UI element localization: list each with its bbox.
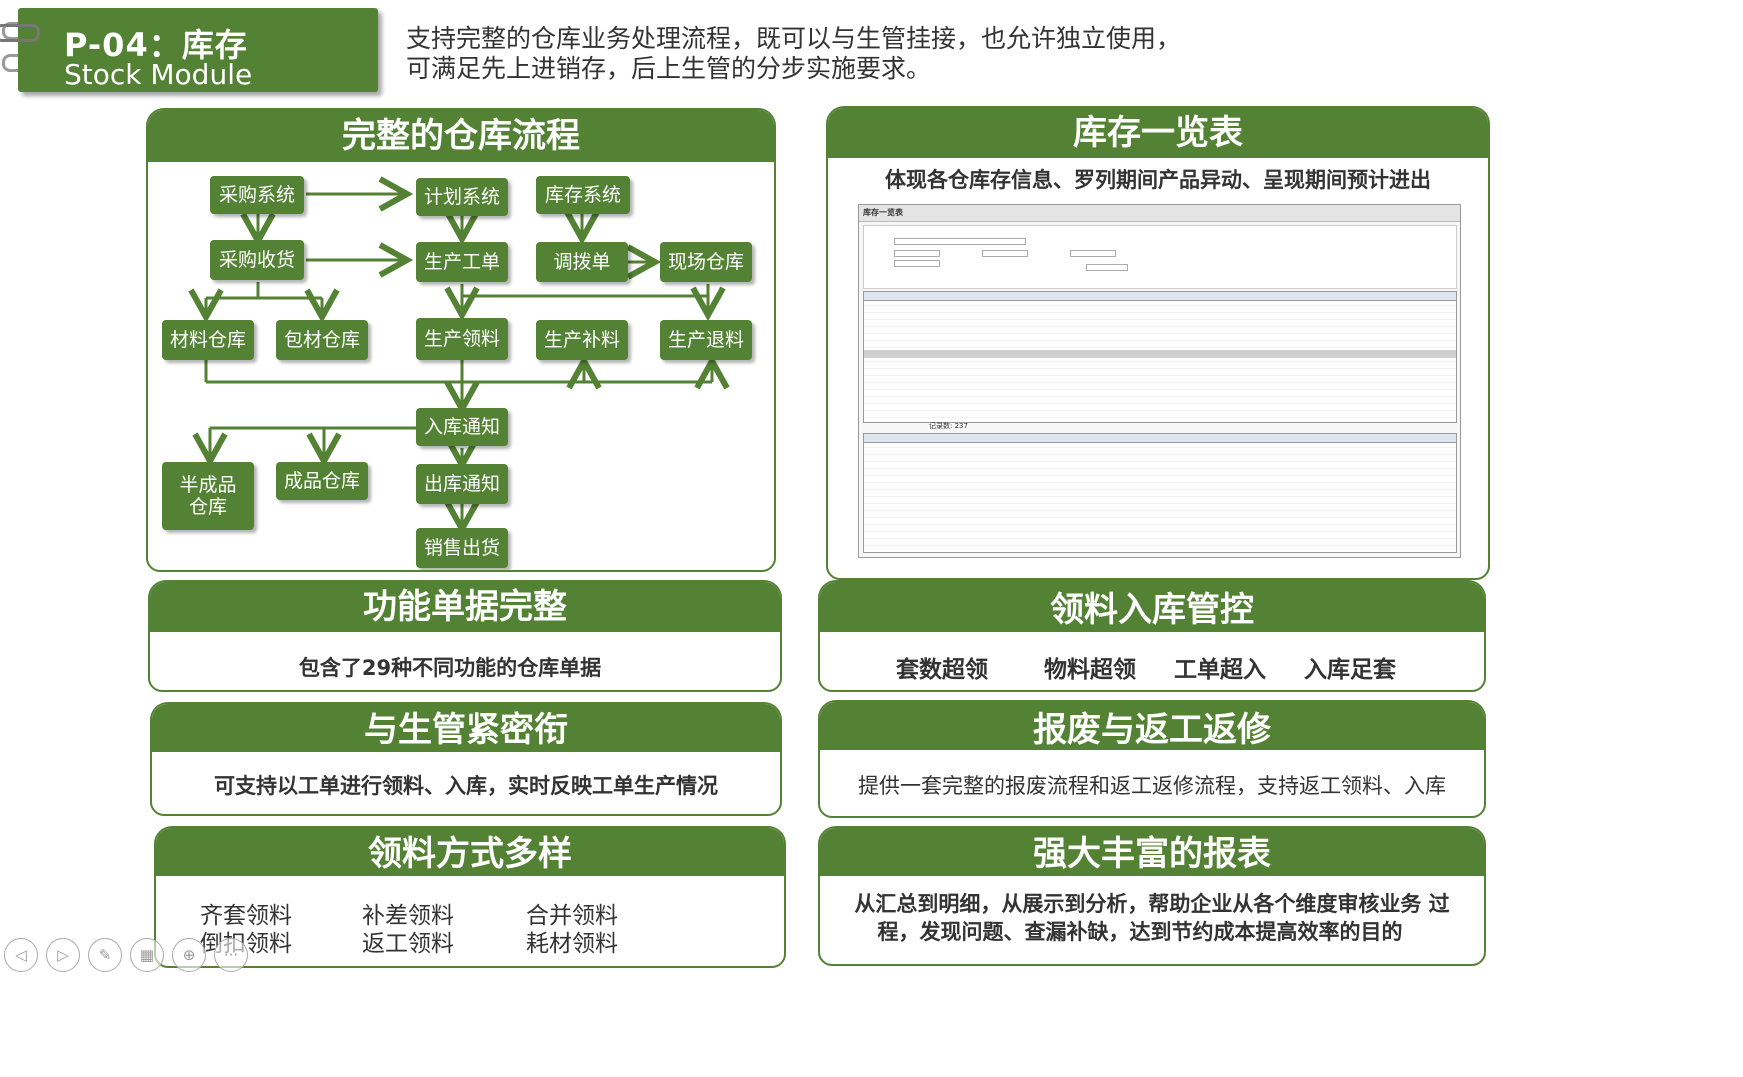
flow-node-purchase-system: 采购系统 [210,176,304,214]
issue-methods-panel: 领料方式多样 齐套领料 补差领料 合并领料 倒扣领料 返工领料 耗材领料 [154,826,786,968]
panel-title: 领料入库管控 [820,582,1484,632]
flow-node-receipt-notice: 入库通知 [416,408,508,446]
pen-icon[interactable]: ✎ [88,938,122,972]
next-icon[interactable]: ▷ [46,938,80,972]
control-item: 工单超入 [1174,657,1266,683]
flow-node-sales-shipment: 销售出货 [416,528,508,568]
semi-finished-line-2: 仓库 [188,496,227,518]
flow-node-inventory-system: 库存系统 [536,176,630,214]
panel-text: 提供一套完整的报废流程和返工返修流程，支持返工领料、入库 [858,774,1446,798]
flow-node-material-warehouse: 材料仓库 [162,320,254,360]
reports-panel: 强大丰富的报表 从汇总到明细，从展示到分析，帮助企业从各个维度审核业务 过 程，… [818,826,1486,966]
flow-node-production-supplement: 生产补料 [536,320,628,360]
flow-node-finished-warehouse: 成品仓库 [276,462,368,500]
issue-method-item: 耗材领料 [526,931,618,957]
grid-icon[interactable]: ▦ [130,938,164,972]
stock-list-panel: 库存一览表 体现各仓库存信息、罗列期间产品异动、呈现期间预计进出 库存一览表 记… [826,106,1490,580]
intro-text: 支持完整的仓库业务处理流程，既可以与生管挂接，也允许独立使用， 可满足先上进销存… [406,24,1181,84]
panel-title: 强大丰富的报表 [820,828,1484,876]
panel-text: 包含了29种不同功能的仓库单据 [298,656,602,680]
intro-line-2: 可满足先上进销存，后上生管的分步实施要求。 [406,54,932,83]
flow-node-production-order: 生产工单 [416,242,508,282]
control-item: 物料超领 [1044,657,1136,683]
panel-title: 完整的仓库流程 [148,110,774,162]
issue-method-item: 齐套领料 [200,903,292,929]
prev-icon[interactable]: ◁ [4,938,38,972]
module-title-tab: P-04：库存 Stock Module [18,8,378,92]
panel-title: 报废与返工返修 [820,702,1484,750]
panel-subtitle: 体现各仓库存信息、罗列期间产品异动、呈现期间预计进出 [885,168,1431,192]
screenshot-filter-area [863,225,1457,289]
issue-receipt-control-panel: 领料入库管控 套数超领 物料超领 工单超入 入库足套 [818,580,1486,692]
flow-node-outbound-notice: 出库通知 [416,464,508,504]
module-code: P-04：库存 [64,26,248,64]
flow-node-production-issue: 生产领料 [416,318,508,360]
issue-method-item: 合并领料 [526,903,618,929]
flow-node-plan-system: 计划系统 [416,178,508,216]
semi-finished-line-1: 半成品 [179,474,237,496]
function-docs-panel: 功能单据完整 包含了29种不同功能的仓库单据 [148,580,782,692]
flow-node-production-return: 生产退料 [660,320,752,360]
control-item: 套数超领 [896,657,988,683]
issue-method-item: 返工领料 [362,931,454,957]
screenshot-toolbar: 库存一览表 [859,205,1460,222]
flow-node-semi-finished-warehouse: 半成品 仓库 [162,462,254,530]
panel-title: 功能单据完整 [150,582,780,632]
zoom-icon[interactable]: ⊕ [172,938,206,972]
stock-list-screenshot: 库存一览表 记录数: 237 [858,204,1461,558]
panel-title: 与生管紧密衔 [152,704,780,752]
production-link-panel: 与生管紧密衔 可支持以工单进行领料、入库，实时反映工单生产情况 [150,702,782,816]
flow-node-site-warehouse: 现场仓库 [660,242,752,282]
panel-title: 领料方式多样 [156,828,784,876]
screenshot-upper-grid [863,291,1457,423]
flow-connectors [148,110,774,570]
scrap-rework-panel: 报废与返工返修 提供一套完整的报废流程和返工返修流程，支持返工领料、入库 [818,700,1486,818]
module-subtitle: Stock Module [64,58,253,91]
more-icon[interactable]: ··· [214,938,248,972]
issue-method-item: 补差领料 [362,903,454,929]
panel-text: 可支持以工单进行领料、入库，实时反映工单生产情况 [214,774,718,798]
control-item: 入库足套 [1304,657,1396,683]
binder-ring-icon [0,24,40,42]
flow-node-transfer-order: 调拨单 [536,242,628,282]
report-line-2: 程，发现问题、查漏补缺，达到节约成本提高效率的目的 [877,920,1403,944]
intro-line-1: 支持完整的仓库业务处理流程，既可以与生管挂接，也允许独立使用， [406,24,1182,53]
screenshot-lower-grid [863,433,1457,553]
screenshot-title: 库存一览表 [863,208,903,217]
warehouse-flow-panel: 完整的仓库流程 [146,108,776,572]
report-line-1: 从汇总到明细，从展示到分析，帮助企业从各个维度审核业务 过 [854,892,1450,916]
panel-title: 库存一览表 [828,108,1488,158]
screenshot-record-count: 记录数: 237 [929,422,968,430]
flow-node-purchase-receipt: 采购收货 [210,240,304,280]
report-text: 从汇总到明细，从展示到分析，帮助企业从各个维度审核业务 过 程，发现问题、查漏补… [820,890,1484,946]
flow-node-packaging-warehouse: 包材仓库 [276,320,368,360]
